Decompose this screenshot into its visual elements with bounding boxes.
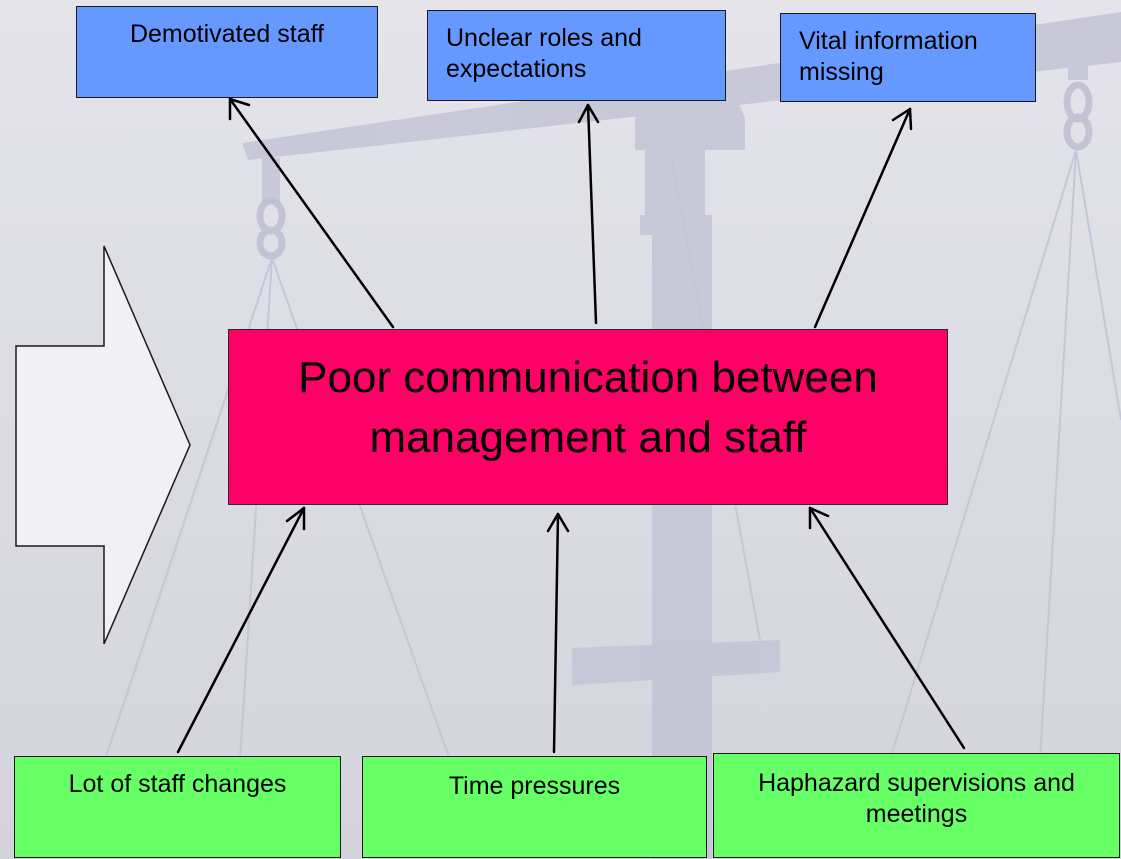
cause-box-haphazard-supervisions: Haphazard supervisions and meetings: [713, 753, 1120, 858]
central-problem-label: Poor communication between management an…: [298, 353, 878, 462]
effect-label: Unclear roles and expectations: [446, 24, 642, 83]
effect-box-demotivated-staff: Demotivated staff: [76, 6, 378, 98]
central-problem-box: Poor communication between management an…: [228, 329, 948, 505]
cause-label: Time pressures: [448, 772, 621, 800]
cause-label: Haphazard supervisions and meetings: [758, 769, 1075, 828]
cause-label: Lot of staff changes: [68, 770, 287, 798]
effect-box-unclear-roles: Unclear roles and expectations: [427, 10, 726, 101]
effect-label: Demotivated staff: [129, 20, 325, 48]
effect-box-vital-information: Vital information missing: [780, 13, 1036, 102]
cause-box-time-pressures: Time pressures: [362, 756, 707, 858]
effect-label: Vital information missing: [799, 27, 978, 86]
cause-box-staff-changes: Lot of staff changes: [14, 756, 341, 858]
